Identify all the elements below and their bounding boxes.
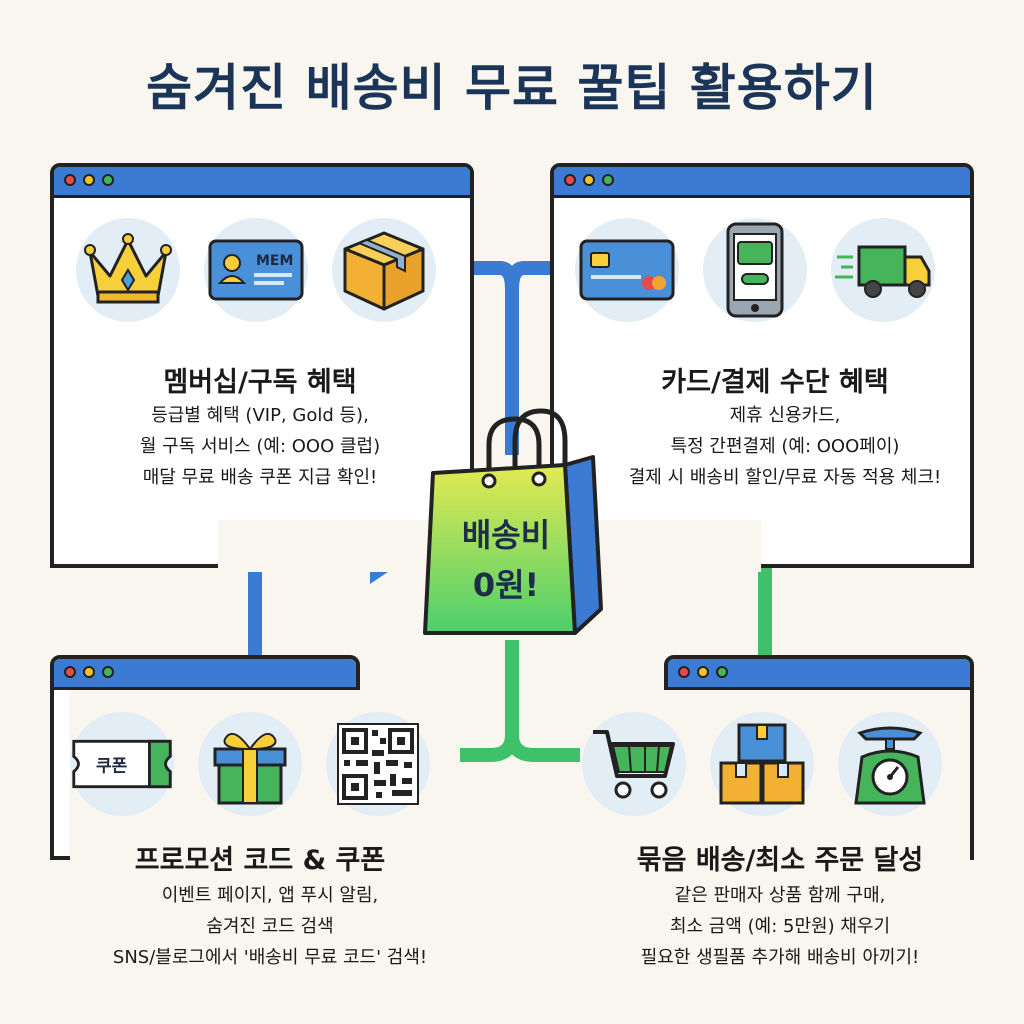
promo-title: 프로모션 코드 & 쿠폰 xyxy=(134,845,386,876)
payment-description: 제휴 신용카드, 특정 간편결제 (예: OOO페이) 결제 시 배송비 할인/… xyxy=(628,405,942,488)
maximize-dot-icon xyxy=(102,666,114,678)
gift-box-icon xyxy=(198,712,302,816)
window-titlebar xyxy=(54,659,356,690)
minimize-dot-icon xyxy=(697,666,709,678)
shopping-bag-icon xyxy=(423,408,603,635)
package-box-icon xyxy=(332,218,436,322)
qr-code-icon xyxy=(326,712,430,816)
close-dot-icon xyxy=(64,666,76,678)
maximize-dot-icon xyxy=(716,666,728,678)
payment-title: 카드/결제 수단 혜택 xyxy=(661,367,889,398)
scale-icon xyxy=(838,712,942,816)
membership-description: 등급별 혜택 (VIP, Gold 등), 월 구독 서비스 (예: OOO 클… xyxy=(139,405,381,488)
window-titlebar xyxy=(554,167,970,198)
maximize-dot-icon xyxy=(102,174,114,186)
bundle-title: 묶음 배송/최소 주문 달성 xyxy=(636,845,924,876)
maximize-dot-icon xyxy=(602,174,614,186)
page-title: 숨겨진 배송비 무료 꿀팁 활용하기 xyxy=(146,59,878,117)
bundle-description: 같은 판매자 상품 함께 구매, 최소 금액 (예: 5만원) 채우기 필요한 … xyxy=(640,885,920,968)
minimize-dot-icon xyxy=(583,174,595,186)
minimize-dot-icon xyxy=(83,666,95,678)
card-text: MEM xyxy=(256,253,293,269)
close-dot-icon xyxy=(678,666,690,678)
close-dot-icon xyxy=(564,174,576,186)
free-shipping-label: 배송비 0원! xyxy=(461,516,551,604)
shopping-cart-icon xyxy=(582,712,686,816)
window-titlebar xyxy=(54,167,470,198)
minimize-dot-icon xyxy=(83,174,95,186)
credit-card-icon xyxy=(575,218,679,322)
membership-title: 멤버십/구독 혜택 xyxy=(163,367,357,398)
crown-icon xyxy=(76,218,180,322)
window-titlebar xyxy=(668,659,970,690)
coupon-text: 쿠폰 xyxy=(96,757,128,777)
close-dot-icon xyxy=(64,174,76,186)
stacked-boxes-icon xyxy=(710,712,814,816)
membership-card-icon: MEM xyxy=(204,218,308,322)
delivery-truck-icon xyxy=(831,218,935,322)
smartphone-pay-icon xyxy=(703,218,807,322)
promo-description: 이벤트 페이지, 앱 푸시 알림, 숨겨진 코드 검색 SNS/블로그에서 '배… xyxy=(112,885,428,968)
coupon-ticket-icon: 쿠폰 xyxy=(70,712,174,816)
